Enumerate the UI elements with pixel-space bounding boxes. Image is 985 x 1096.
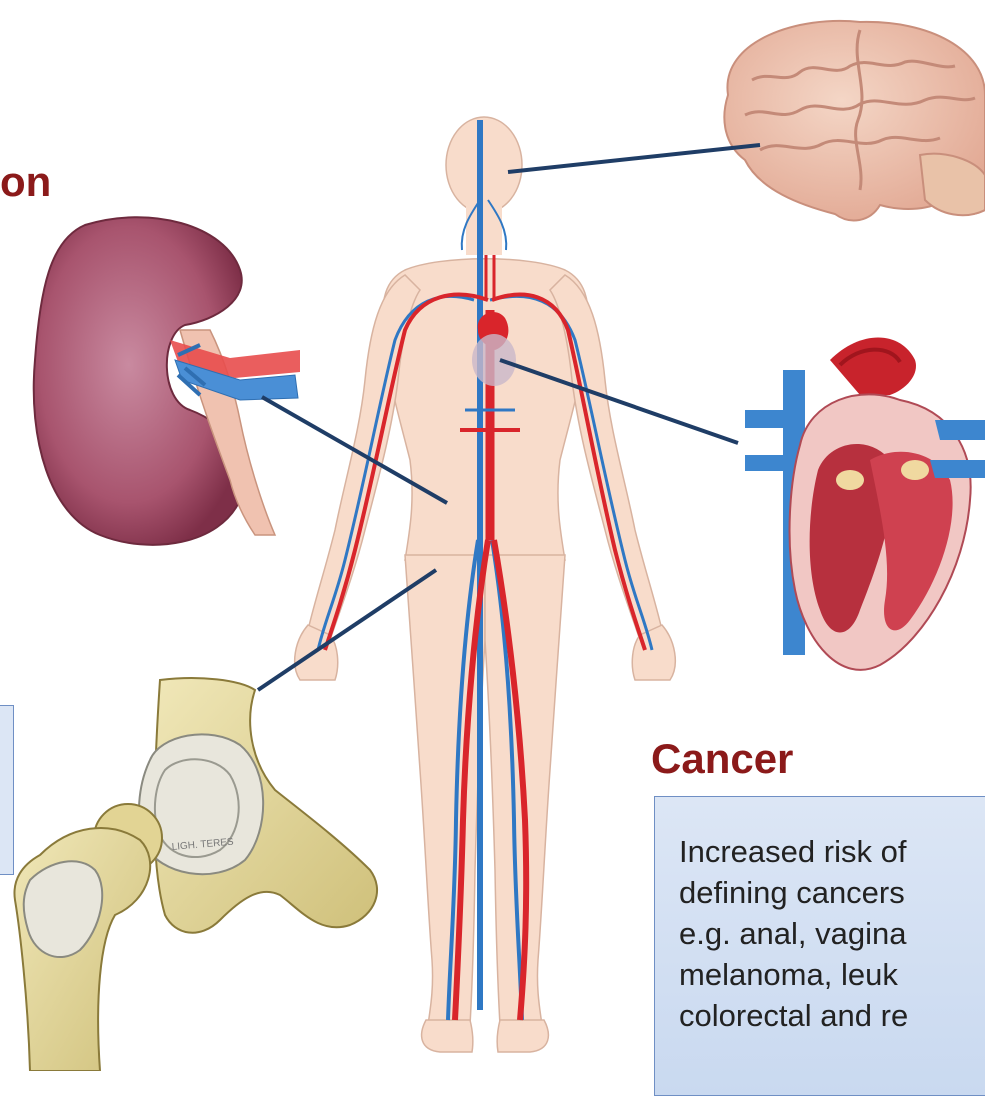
cancer-box-line: defining cancers	[679, 872, 985, 913]
cancer-box-line: Increased risk of	[679, 831, 985, 872]
kidney-heading-fragment: on	[0, 158, 51, 206]
cancer-box-line: e.g. anal, vagina	[679, 913, 985, 954]
left-info-box-edge	[0, 705, 14, 875]
cancer-heading: Cancer	[651, 735, 793, 783]
heart-illustration	[745, 338, 985, 670]
cancer-box-line: melanoma, leuk	[679, 954, 985, 995]
kidney-illustration	[34, 217, 300, 545]
cancer-box-line: colorectal and re	[679, 995, 985, 1036]
cancer-info-box: Increased risk of defining cancers e.g. …	[654, 796, 985, 1096]
brain-illustration	[724, 21, 985, 221]
brain-connector	[508, 145, 760, 172]
hip-joint-illustration: LIGH. TERES	[14, 678, 377, 1071]
